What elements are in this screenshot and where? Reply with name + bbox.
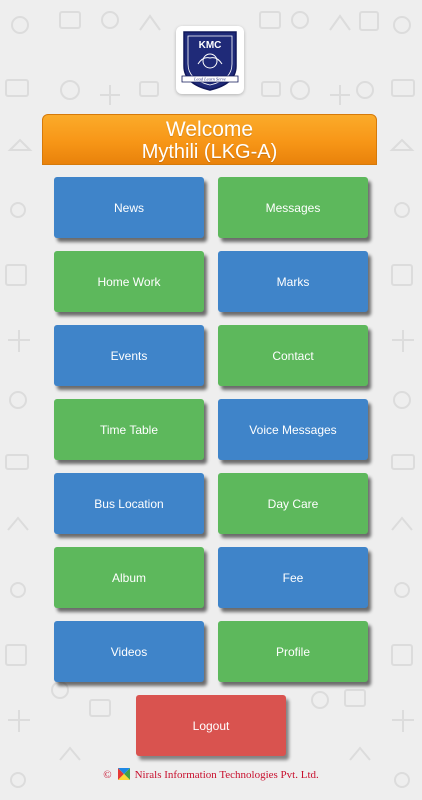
- bg-top-row: [59, 11, 379, 105]
- marks-label: Marks: [276, 274, 310, 289]
- logout-button[interactable]: Logout: [136, 695, 286, 756]
- voice-messages-label: Voice Messages: [249, 422, 337, 437]
- bg-column-right: [389, 16, 415, 788]
- voice-messages-button[interactable]: Voice Messages: [218, 399, 368, 460]
- fee-button[interactable]: Fee: [218, 547, 368, 608]
- bg-bottom-row: [51, 681, 371, 761]
- news-label: News: [113, 200, 144, 215]
- videos-label: Videos: [110, 644, 148, 659]
- homework-button[interactable]: Home Work: [54, 251, 204, 312]
- student-name: Mythili (LKG-A): [141, 141, 278, 163]
- timetable-label: Time Table: [99, 422, 159, 437]
- school-logo: KMC Lead Learn Serve: [176, 26, 244, 94]
- bg-column-left: [5, 16, 33, 788]
- company-logo-icon: [116, 766, 132, 785]
- events-label: Events: [110, 348, 148, 363]
- videos-button[interactable]: Videos: [54, 621, 204, 682]
- album-button[interactable]: Album: [54, 547, 204, 608]
- fee-label: Fee: [282, 570, 304, 585]
- svg-text:Lead Learn Serve: Lead Learn Serve: [193, 77, 226, 82]
- day-care-button[interactable]: Day Care: [218, 473, 368, 534]
- timetable-button[interactable]: Time Table: [54, 399, 204, 460]
- messages-button[interactable]: Messages: [218, 177, 368, 238]
- album-label: Album: [111, 570, 146, 585]
- shield-crest-icon: KMC Lead Learn Serve: [181, 31, 239, 91]
- bus-location-button[interactable]: Bus Location: [54, 473, 204, 534]
- homework-label: Home Work: [97, 274, 161, 289]
- profile-button[interactable]: Profile: [218, 621, 368, 682]
- welcome-text: Welcome: [165, 118, 254, 141]
- logout-label: Logout: [192, 718, 230, 733]
- news-button[interactable]: News: [54, 177, 204, 238]
- events-button[interactable]: Events: [54, 325, 204, 386]
- svg-text:KMC: KMC: [199, 40, 222, 51]
- copyright-symbol: ©: [103, 769, 112, 781]
- company-name: Nirals Information Technologies Pvt. Ltd…: [134, 769, 319, 781]
- day-care-label: Day Care: [267, 496, 319, 511]
- footer: © Nirals Information Technologies Pvt. L…: [0, 766, 422, 784]
- welcome-banner: Welcome Mythili (LKG-A): [42, 114, 377, 165]
- profile-label: Profile: [275, 644, 310, 659]
- marks-button[interactable]: Marks: [218, 251, 368, 312]
- contact-label: Contact: [272, 348, 314, 363]
- bus-location-label: Bus Location: [94, 496, 164, 511]
- messages-label: Messages: [265, 200, 321, 215]
- contact-button[interactable]: Contact: [218, 325, 368, 386]
